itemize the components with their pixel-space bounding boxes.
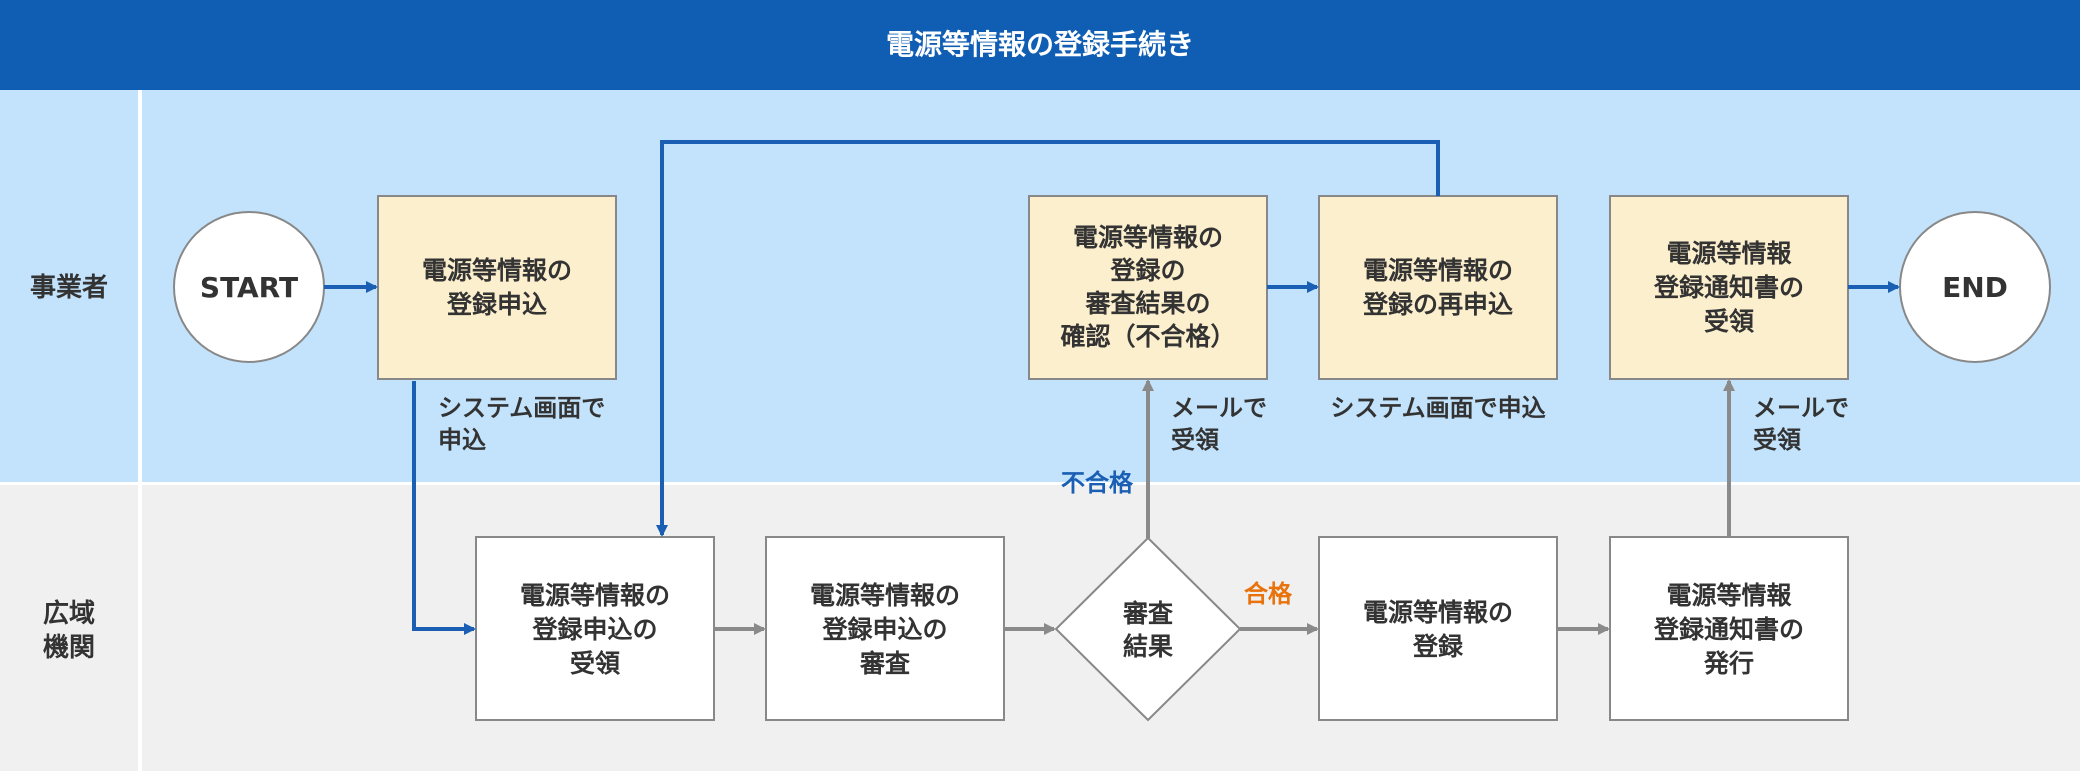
issue-notice-label-1: 電源等情報 [1666, 581, 1792, 610]
label-by-mail-1a: メールで [1171, 394, 1267, 422]
lane-divider [0, 482, 2080, 485]
label-via-system-1a: システム画面で [438, 394, 605, 422]
header-bar [0, 0, 2080, 90]
register-label-1: 電源等情報の [1363, 598, 1513, 627]
confirm-fail-label-2: 登録の [1109, 256, 1185, 285]
reapply-label-2: 登録の再申込 [1362, 290, 1513, 319]
lane-label-operator: 事業者 [30, 273, 108, 303]
lane-label-divider [138, 90, 142, 771]
review-label-1: 電源等情報の [810, 581, 960, 610]
label-via-system-1b: 申込 [438, 426, 486, 454]
review-label-2: 登録申込の [821, 615, 947, 644]
register-label-2: 登録 [1412, 632, 1464, 661]
label-pass: 合格 [1244, 580, 1293, 608]
receive-notice-label-1: 電源等情報 [1666, 239, 1792, 268]
confirm-fail-label-3: 審査結果の [1084, 289, 1210, 318]
review-box [765, 536, 1005, 721]
result-diamond [1054, 536, 1242, 722]
receive-app-label-1: 電源等情報の [520, 581, 670, 610]
confirm-fail-label-4: 確認（不合格） [1060, 322, 1235, 351]
receive-app-label-3: 受領 [570, 649, 621, 678]
reapply-label-1: 電源等情報の [1363, 256, 1513, 285]
label-fail: 不合格 [1061, 469, 1134, 497]
arrow-reapply-loop [656, 140, 1440, 537]
receive-app-box [475, 536, 715, 721]
receive-notice-label-2: 登録通知書の [1653, 273, 1804, 302]
apply-box [377, 195, 617, 380]
confirm-fail-label-1: 電源等情報の [1073, 223, 1223, 252]
result-label-1: 審査 [1122, 599, 1173, 628]
label-by-mail-2b: 受領 [1753, 426, 1802, 454]
lane-label-org-line2: 機関 [43, 633, 95, 663]
receive-app-label-2: 登録申込の [531, 615, 657, 644]
diagram-title: 電源等情報の登録手続き [886, 28, 1194, 61]
confirm-fail-box [1028, 195, 1268, 380]
label-by-mail-2a: メールで [1753, 394, 1849, 422]
register-box [1318, 536, 1558, 721]
label-by-mail-1b: 受領 [1171, 426, 1220, 454]
receive-notice-label-3: 受領 [1704, 307, 1755, 336]
end-node [1899, 211, 2051, 363]
result-label-2: 結果 [1123, 632, 1173, 661]
apply-label-1: 電源等情報の [422, 256, 572, 285]
review-label-3: 審査 [859, 649, 910, 678]
reapply-box [1318, 195, 1558, 380]
arrow-apply-to-receive [412, 381, 476, 635]
start-label: START [200, 271, 298, 304]
label-via-system-2: システム画面で申込 [1330, 394, 1545, 422]
issue-notice-label-3: 発行 [1703, 649, 1754, 678]
end-label: END [1942, 271, 2008, 304]
lane-label-org-line1: 広域 [43, 598, 95, 629]
issue-notice-label-2: 登録通知書の [1653, 615, 1804, 644]
apply-label-2: 登録申込 [446, 290, 547, 319]
